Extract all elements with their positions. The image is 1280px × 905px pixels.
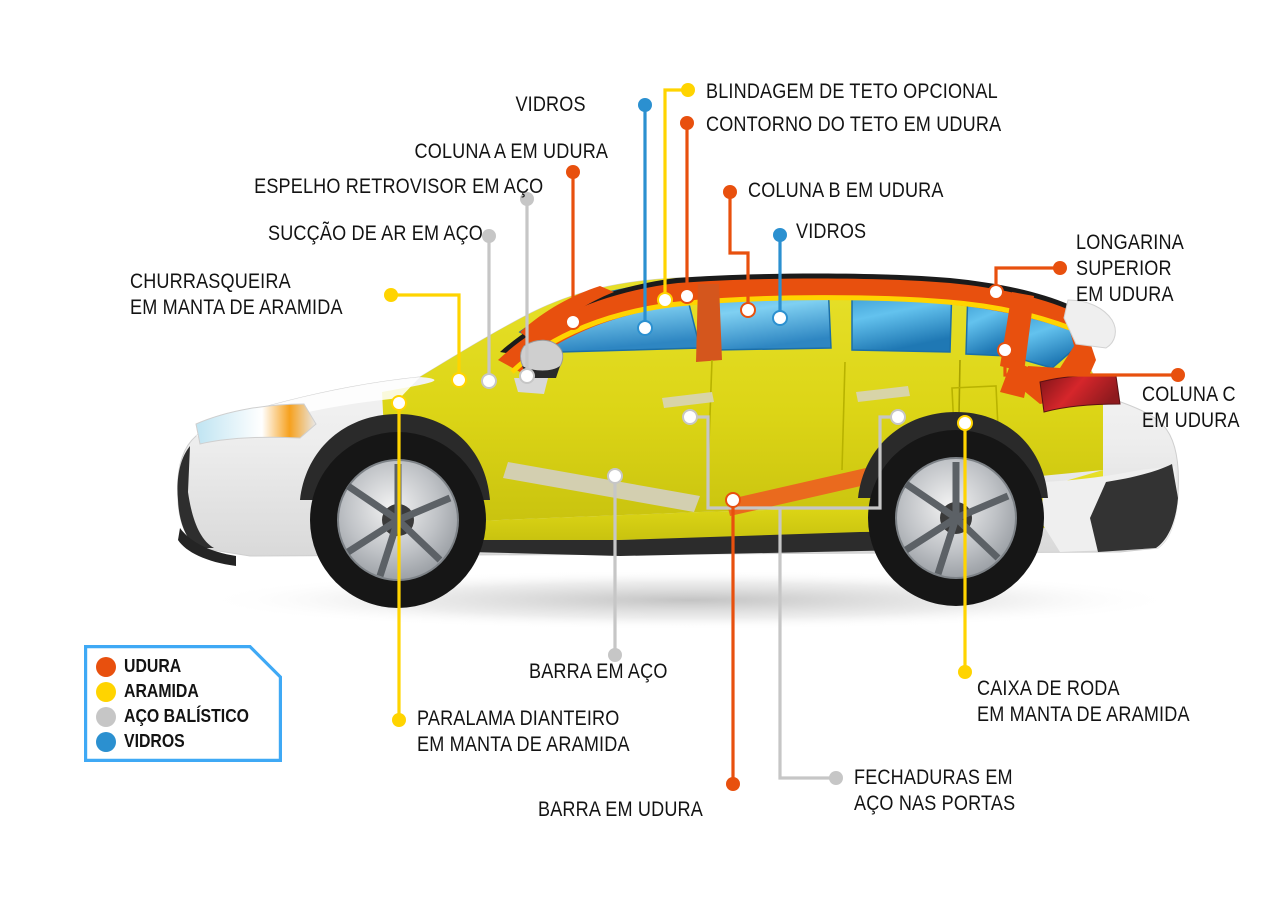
dot-barra-em-aco-label bbox=[608, 648, 622, 662]
callout-label-blindagem-teto: BLINDAGEM DE TETO OPCIONAL bbox=[706, 80, 998, 103]
dot-barra-em-aco-target bbox=[607, 468, 623, 484]
legend-label-aramida: ARAMIDA bbox=[124, 681, 199, 701]
dot-coluna-b-target bbox=[740, 302, 756, 318]
callout-label-barra-em-aco: BARRA EM AÇO bbox=[529, 660, 668, 683]
dot-fechaduras-target-rear bbox=[890, 409, 906, 425]
front-lip bbox=[178, 528, 236, 566]
legend-dot-vidros-icon bbox=[96, 731, 116, 752]
leader-blindagem-teto bbox=[663, 88, 688, 300]
dot-espelho-retrovisor-label bbox=[520, 192, 534, 206]
callout-label-espelho-retrovisor: ESPELHO RETROVISOR EM AÇO bbox=[253, 175, 543, 198]
legend: UDURA ARAMIDA AÇO BALÍSTICO VIDROS bbox=[84, 645, 282, 762]
roof-armor-aramida-line bbox=[510, 295, 1071, 374]
dot-vidros-traseiro-label bbox=[773, 228, 787, 242]
dot-barra-em-udura-label bbox=[726, 777, 740, 791]
dot-blindagem-teto-label bbox=[681, 83, 695, 97]
dot-fechaduras-label bbox=[829, 771, 843, 785]
door-handle-front bbox=[662, 392, 714, 408]
dot-blindagem-teto-target bbox=[657, 292, 673, 308]
leader-coluna-c bbox=[1003, 350, 1178, 377]
legend-label-vidros: VIDROS bbox=[124, 731, 185, 751]
callout-label-succao-de-ar: SUCÇÃO DE AR EM AÇO bbox=[267, 222, 483, 245]
legend-label-udura: UDURA bbox=[124, 656, 182, 676]
dot-vidros-traseiro-target bbox=[772, 310, 788, 326]
dot-caixa-de-roda-label bbox=[958, 665, 972, 679]
headlamp bbox=[195, 403, 317, 445]
callout-label-caixa-de-roda: CAIXA DE RODA EM MANTA DE ARAMIDA bbox=[977, 677, 1190, 726]
rear-wheel-arch bbox=[858, 412, 1048, 498]
callout-label-longarina-superior: LONGARINA SUPERIOR EM UDURA bbox=[1076, 231, 1184, 306]
dot-barra-em-udura-target bbox=[725, 492, 741, 508]
rocker-sill bbox=[400, 524, 1010, 556]
dot-succao-de-ar-target bbox=[481, 373, 497, 389]
callout-label-vidros-parabrisa: VIDROS bbox=[515, 93, 586, 116]
b-pillar-udura-2 bbox=[696, 284, 722, 362]
dot-contorno-teto-label bbox=[680, 116, 694, 130]
legend-dot-aco-balistico-icon bbox=[96, 706, 116, 727]
dot-succao-de-ar-label bbox=[482, 229, 496, 243]
legend-dot-udura-icon bbox=[96, 656, 116, 677]
dot-paralama-dianteiro-label bbox=[392, 713, 406, 727]
impact-bar-udura bbox=[726, 462, 896, 516]
rear-bumper bbox=[1090, 464, 1178, 552]
rear-spoiler bbox=[1063, 299, 1116, 349]
dot-caixa-de-roda-target bbox=[957, 415, 973, 431]
door-handle-rear bbox=[856, 386, 910, 402]
dot-vidros-parabrisa-target bbox=[637, 320, 653, 336]
callout-label-coluna-c: COLUNA C EM UDURA bbox=[1142, 383, 1240, 432]
dot-churrasqueira-label bbox=[384, 288, 398, 302]
legend-item-aco-balistico: AÇO BALÍSTICO bbox=[96, 704, 282, 729]
callout-label-vidros-traseiro: VIDROS bbox=[796, 220, 867, 243]
leader-coluna-b bbox=[728, 192, 750, 310]
leader-churrasqueira bbox=[391, 293, 461, 380]
callout-label-contorno-teto: CONTORNO DO TETO EM UDURA bbox=[706, 113, 1002, 136]
dot-vidros-parabrisa-label bbox=[638, 98, 652, 112]
callout-dots bbox=[384, 83, 1185, 791]
legend-item-vidros: VIDROS bbox=[96, 729, 282, 754]
callout-label-coluna-a: COLUNA A EM UDURA bbox=[414, 140, 608, 163]
door-seam-rear bbox=[841, 361, 846, 471]
dot-fechaduras-target-front bbox=[682, 409, 698, 425]
dot-longarina-superior-target bbox=[988, 284, 1004, 300]
dot-churrasqueira-target bbox=[451, 372, 467, 388]
callout-label-churrasqueira: CHURRASQUEIRA EM MANTA DE ARAMIDA bbox=[130, 270, 343, 319]
dot-coluna-a-target bbox=[565, 314, 581, 330]
dot-espelho-retrovisor-target bbox=[519, 368, 535, 384]
legend-item-udura: UDURA bbox=[96, 654, 282, 679]
callout-label-coluna-b: COLUNA B EM UDURA bbox=[748, 179, 944, 202]
legend-item-aramida: ARAMIDA bbox=[96, 679, 282, 704]
dot-paralama-dianteiro-target bbox=[391, 395, 407, 411]
leader-longarina-superior bbox=[994, 266, 1060, 292]
leader-fechaduras bbox=[690, 415, 836, 780]
leader-fechaduras-branch bbox=[780, 415, 898, 510]
side-mirror bbox=[514, 339, 564, 394]
front-wheel-arch bbox=[300, 414, 490, 500]
rear-lower-band-udura bbox=[1000, 360, 1030, 398]
impact-bar-steel bbox=[503, 462, 700, 512]
taillamp bbox=[1039, 374, 1121, 413]
legend-border bbox=[84, 645, 282, 762]
callout-label-fechaduras: FECHADURAS EM AÇO NAS PORTAS bbox=[854, 766, 1016, 815]
dot-longarina-superior-label bbox=[1053, 261, 1067, 275]
callout-label-barra-em-udura: BARRA EM UDURA bbox=[538, 798, 703, 821]
dot-coluna-b-label bbox=[723, 185, 737, 199]
dot-contorno-teto-target bbox=[679, 288, 695, 304]
front-bumper bbox=[177, 446, 214, 548]
callout-label-paralama-dianteiro: PARALAMA DIANTEIRO EM MANTA DE ARAMIDA bbox=[417, 707, 630, 756]
rear-wheel bbox=[868, 430, 1044, 606]
legend-label-aco-balistico: AÇO BALÍSTICO bbox=[124, 706, 249, 726]
legend-dot-aramida-icon bbox=[96, 681, 116, 702]
dot-coluna-c-target bbox=[997, 342, 1013, 358]
dot-coluna-c-label bbox=[1171, 368, 1185, 382]
a-pillar-udura bbox=[520, 286, 614, 344]
dot-coluna-a-label bbox=[566, 165, 580, 179]
